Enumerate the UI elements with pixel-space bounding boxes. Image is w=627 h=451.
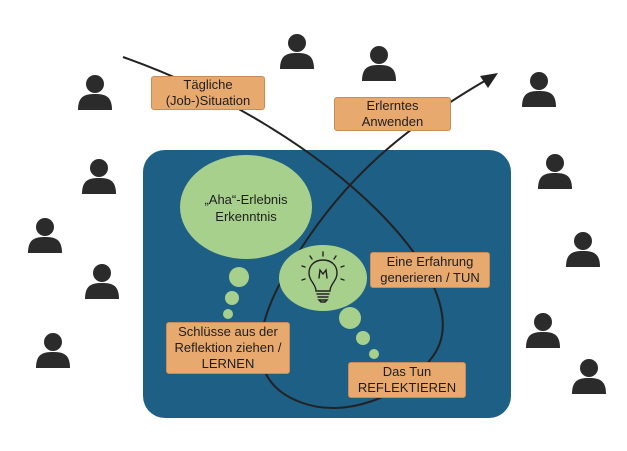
aha-text: „Aha“-Erlebnis Erkenntnis (186, 191, 306, 225)
person-icon (572, 359, 606, 394)
aha-bubble (180, 155, 312, 259)
person-icon (82, 159, 116, 194)
person-icon (522, 72, 556, 107)
person-icon (566, 232, 600, 267)
label-daily-situation: Tägliche (Job-)Situation (151, 76, 265, 110)
label-reflect-action: Das Tun REFLEKTIEREN (348, 362, 466, 398)
person-icon (85, 264, 119, 299)
person-icon (28, 218, 62, 253)
thought-dot (369, 349, 379, 359)
label-generate-experience: Eine Erfahrung generieren / TUN (370, 252, 490, 288)
thought-dot (223, 309, 233, 319)
person-icon (362, 46, 396, 81)
person-icon (538, 154, 572, 189)
person-icon (78, 75, 112, 110)
person-icon (526, 313, 560, 348)
person-icon (36, 333, 70, 368)
arrowhead-icon (480, 73, 498, 88)
aha-line-2: Erkenntnis (215, 209, 277, 224)
thought-dot (356, 331, 370, 345)
thought-dot (225, 291, 239, 305)
thought-dot (229, 267, 249, 287)
aha-line-1: „Aha“-Erlebnis (204, 192, 288, 207)
label-apply-learned: Erlerntes Anwenden (334, 97, 451, 131)
lightbulb-icon (301, 251, 345, 303)
learning-curve-line (122, 56, 489, 409)
lightbulb-bubble (279, 245, 367, 311)
thought-dot (339, 307, 361, 329)
label-draw-conclusions: Schlüsse aus der Reflektion ziehen / LER… (166, 322, 290, 374)
person-icon (280, 34, 314, 69)
